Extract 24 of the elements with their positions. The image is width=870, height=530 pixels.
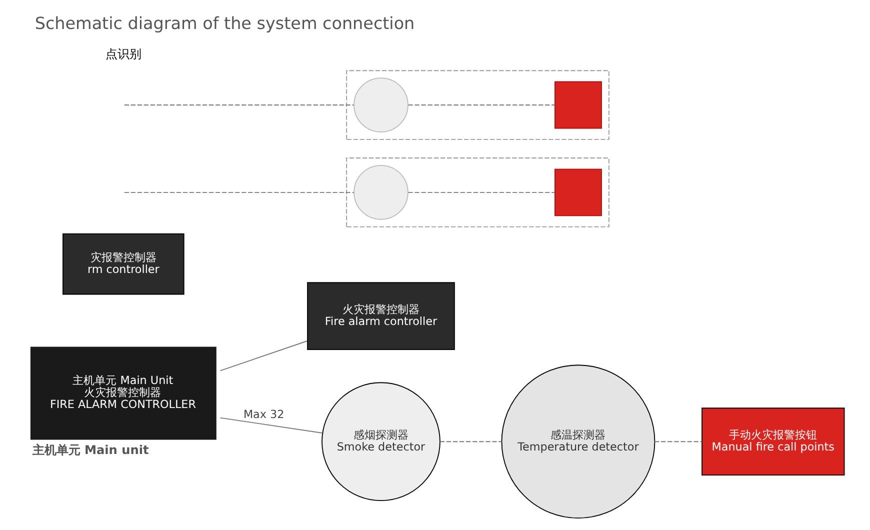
connector xyxy=(407,192,555,193)
edge-label: Max 32 xyxy=(242,408,284,421)
node-box: 主机单元 Main Unit 火灾报警控制器 FIRE ALARM CONTROLLER xyxy=(30,346,216,440)
cluster xyxy=(346,70,609,140)
node-circle: 感温探测器 Temperature detector xyxy=(500,364,655,519)
diagram-title: Schematic diagram of the system connection xyxy=(34,13,414,34)
node-circle xyxy=(353,164,408,220)
label: 点识别 xyxy=(104,46,141,61)
connector xyxy=(407,104,555,106)
node-box: 灾报警控制器 rm controller xyxy=(62,233,184,295)
connector xyxy=(123,192,354,193)
connector xyxy=(219,417,322,434)
connector xyxy=(654,441,702,442)
node-label: 主机单元 Main unit xyxy=(32,443,148,458)
node-box xyxy=(554,168,602,216)
node-box: 手动火灾报警按钮 Manual fire call points xyxy=(701,408,844,476)
node-box: 火灾报警控制器 Fire alarm controller xyxy=(306,282,454,350)
node-circle xyxy=(353,78,408,132)
connector xyxy=(219,340,308,372)
node-circle: 感烟探测器 Smoke detector xyxy=(321,382,440,502)
connector xyxy=(439,441,502,442)
connector xyxy=(123,104,354,106)
node-box xyxy=(554,81,602,129)
cluster xyxy=(346,158,609,228)
